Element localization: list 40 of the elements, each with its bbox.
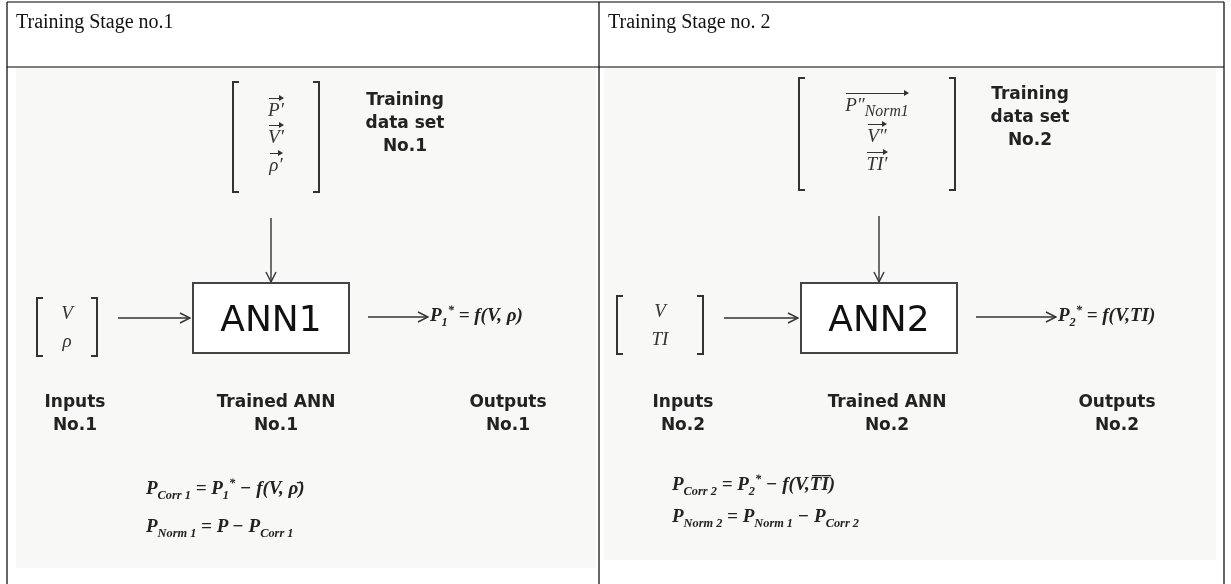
caption-text: Outputs No.2 bbox=[1077, 390, 1157, 436]
arrow bbox=[265, 217, 277, 283]
bracket-matrix bbox=[614, 294, 706, 356]
matrix-entry: V bbox=[61, 301, 73, 326]
caption-text: Training data set No.2 bbox=[989, 82, 1071, 151]
arrow bbox=[975, 311, 1057, 323]
bracket-matrix bbox=[230, 80, 322, 194]
table-header: Training Stage no.1 bbox=[16, 10, 174, 33]
matrix-entry: P′ bbox=[268, 95, 284, 124]
equation: P$_{Corr 2}$ = P$_{2}$$^{*}$ − f(V,T̅I̅) bbox=[672, 472, 836, 500]
caption-text: Inputs No.2 bbox=[651, 390, 715, 436]
caption-text: Trained ANN No.2 bbox=[826, 390, 948, 436]
matrix-entry: ρ′ bbox=[269, 150, 283, 179]
equation: P$_{Norm 2}$ = P$_{Norm 1}$ − P$_{Corr 2}$ bbox=[672, 505, 859, 531]
caption-text: Outputs No.1 bbox=[468, 390, 548, 436]
table-header: Training Stage no. 2 bbox=[608, 10, 771, 33]
bracket-matrix bbox=[34, 296, 100, 358]
equation: P$_{Corr 1}$ = P$_{1}$$^{*}$ − f(V, ρ̄) bbox=[146, 476, 305, 504]
caption-text: Inputs No.1 bbox=[43, 390, 107, 436]
matrix-entry: TI′ bbox=[866, 149, 888, 178]
box-label: ANN1 bbox=[220, 297, 322, 339]
arrow bbox=[117, 312, 191, 324]
caption-text: Trained ANN No.1 bbox=[215, 390, 337, 436]
output-formula: P$_{2}$$^{*}$ = f(V,TI) bbox=[1058, 303, 1156, 331]
matrix-entry: ρ bbox=[62, 329, 72, 353]
matrix-entry: TI bbox=[651, 327, 669, 351]
output-formula: P$_{1}$$^{*}$ = f(V, ρ) bbox=[430, 303, 523, 331]
matrix-entry: V bbox=[654, 299, 666, 324]
arrow bbox=[367, 311, 429, 323]
equation: P$_{Norm 1}$ = P − P$_{Corr 1}$ bbox=[146, 515, 294, 541]
arrow bbox=[873, 215, 885, 283]
matrix-entry: V″ bbox=[867, 122, 887, 150]
caption-text: Training data set No.1 bbox=[364, 88, 446, 157]
matrix-entry: P″$_{Norm1}$ bbox=[845, 90, 909, 123]
bracket-matrix bbox=[796, 76, 958, 192]
box-label: ANN2 bbox=[828, 297, 930, 339]
arrow bbox=[723, 312, 799, 324]
matrix-entry: V′ bbox=[268, 123, 284, 151]
process-box bbox=[800, 282, 958, 354]
process-box bbox=[192, 282, 350, 354]
